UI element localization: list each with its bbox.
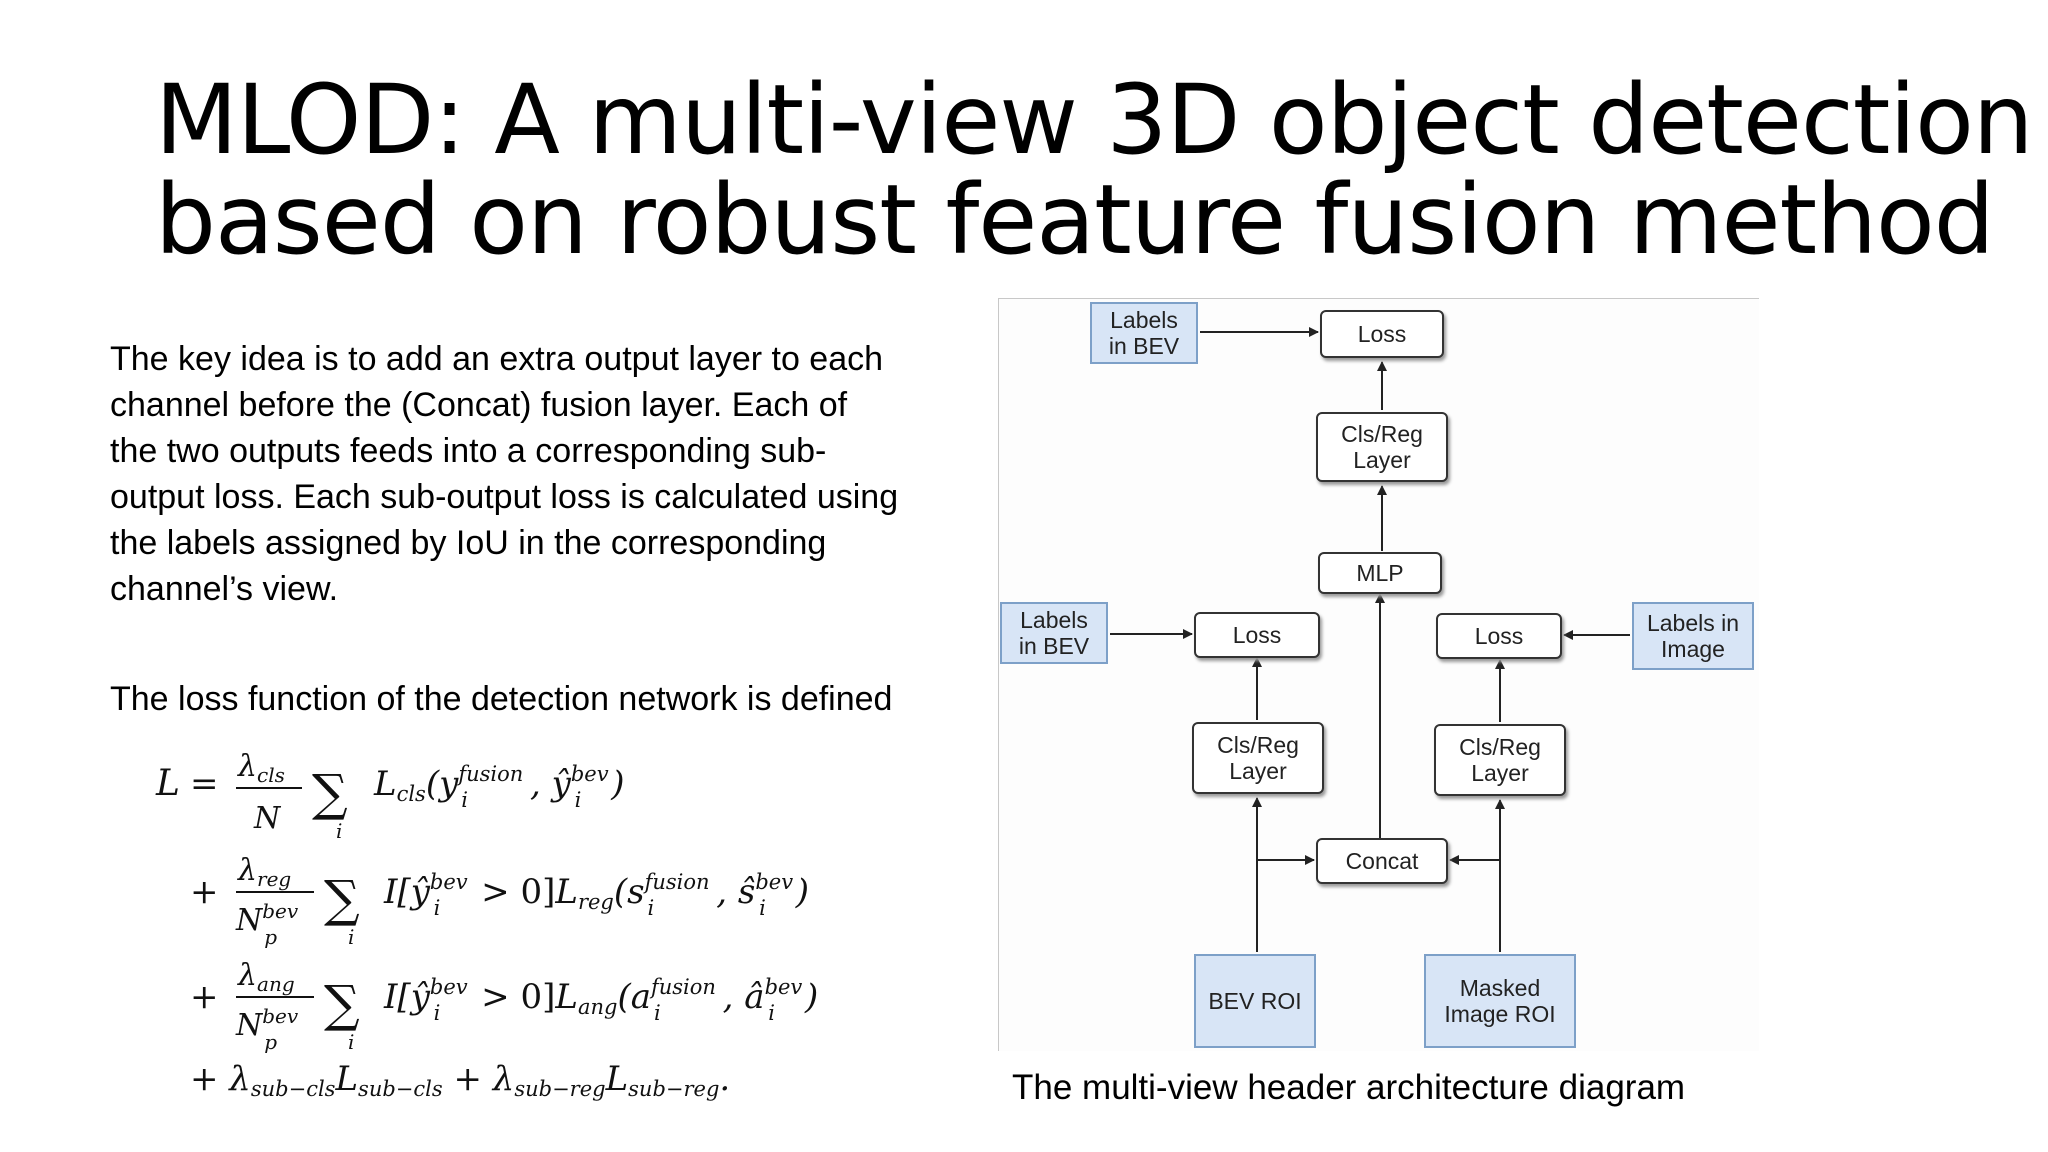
description-paragraph: The key idea is to add an extra output l… — [110, 336, 950, 612]
svg-text:+: + — [190, 872, 219, 912]
diagram-arrows — [1110, 327, 1630, 952]
paragraph-line: the labels assigned by IoU in the corres… — [110, 524, 827, 562]
svg-text:λreg: λreg — [237, 853, 291, 891]
mlp-box: MLP — [1318, 552, 1442, 594]
loss-right-box: Loss — [1436, 613, 1562, 659]
svg-text:i: i — [336, 819, 342, 843]
svg-text:∑: ∑ — [324, 870, 360, 928]
loss-left-box: Loss — [1194, 612, 1320, 658]
svg-text:+ λsub−clsLsub−cls + λsub−regL: + λsub−clsLsub−cls + λsub−regLsub−reg. — [190, 1059, 730, 1101]
clsreg-left-label: Cls/Reg Layer — [1217, 732, 1299, 784]
svg-text:λang: λang — [237, 958, 295, 996]
bev-roi-box: BEV ROI — [1194, 954, 1316, 1048]
clsreg-top-label: Cls/Reg Layer — [1341, 421, 1423, 473]
masked-image-roi-box: Masked Image ROI — [1424, 954, 1576, 1048]
labels-bev-left-box: Labels in BEV — [1000, 602, 1108, 664]
paragraph-line: output loss. Each sub-output loss is cal… — [110, 478, 899, 516]
labels-image-label: Labels in Image — [1646, 610, 1740, 662]
concat-box: Concat — [1316, 838, 1448, 884]
svg-text:∑: ∑ — [312, 764, 348, 822]
loss-intro-paragraph: The loss function of the detection netwo… — [110, 676, 950, 722]
paragraph-line: channel’s view. — [110, 570, 339, 608]
svg-text:=: = — [190, 764, 219, 804]
clsreg-right-label: Cls/Reg Layer — [1459, 734, 1541, 786]
svg-text:∑: ∑ — [324, 975, 360, 1033]
title-line-2: based on robust feature fusion method — [155, 164, 1995, 276]
masked-image-roi-label: Masked Image ROI — [1444, 975, 1556, 1027]
svg-text:N: N — [253, 801, 282, 836]
loss-right-label: Loss — [1474, 623, 1524, 649]
svg-text:λcls: λcls — [237, 749, 285, 787]
labels-bev-top-box: Labels in BEV — [1090, 302, 1198, 364]
loss-top-label: Loss — [1357, 321, 1407, 347]
loss-top-box: Loss — [1320, 310, 1444, 358]
clsreg-right-box: Cls/Reg Layer — [1434, 724, 1566, 796]
title-line-1: MLOD: A multi-view 3D object detection — [155, 64, 2034, 176]
svg-text:L: L — [155, 763, 180, 804]
paragraph-line: The key idea is to add an extra output l… — [110, 340, 884, 378]
loss-left-label: Loss — [1232, 622, 1282, 648]
clsreg-top-box: Cls/Reg Layer — [1316, 412, 1448, 482]
architecture-diagram: Labels in BEV Loss Cls/Reg Layer MLP Lab… — [998, 298, 1759, 1051]
loss-intro-text: The loss function of the detection netwo… — [110, 680, 893, 718]
labels-bev-left-label: Labels in BEV — [1018, 607, 1090, 659]
diagram-caption: The multi-view header architecture diagr… — [1012, 1068, 1686, 1107]
concat-label: Concat — [1345, 848, 1419, 874]
paragraph-line: the two outputs feeds into a correspondi… — [110, 432, 827, 470]
bev-roi-label: BEV ROI — [1208, 988, 1302, 1014]
slide-title: MLOD: A multi-view 3D object detection b… — [155, 64, 2034, 276]
labels-bev-top-label: Labels in BEV — [1108, 307, 1180, 359]
svg-text:i: i — [348, 925, 354, 949]
labels-image-box: Labels in Image — [1632, 602, 1754, 670]
mlp-label: MLP — [1356, 560, 1404, 586]
svg-text:i: i — [348, 1030, 354, 1054]
svg-text:+: + — [190, 977, 219, 1017]
paragraph-line: channel before the (Concat) fusion layer… — [110, 386, 848, 424]
clsreg-left-box: Cls/Reg Layer — [1192, 722, 1324, 794]
